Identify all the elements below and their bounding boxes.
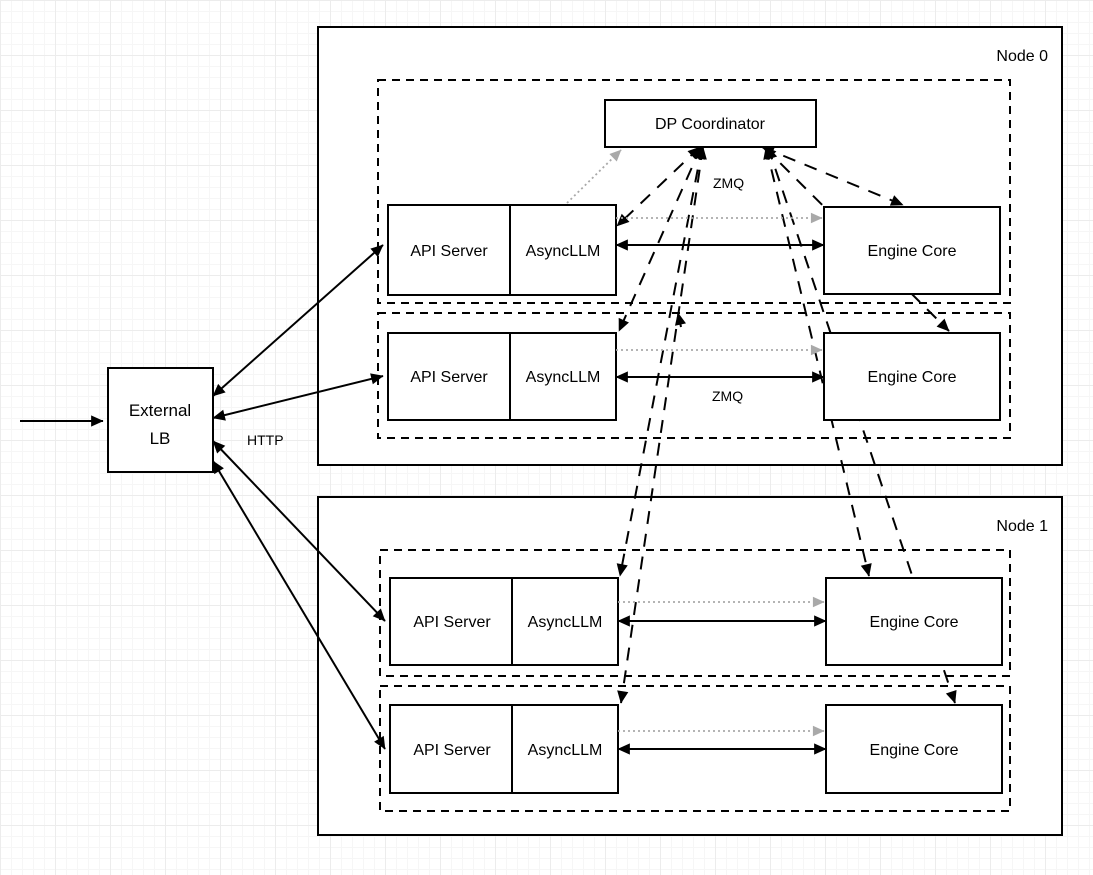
zmq-label-engine: ZMQ	[712, 388, 743, 404]
node1-title: Node 1	[996, 518, 1048, 535]
dp-coordinator-label: DP Coordinator	[655, 116, 766, 133]
api-server-label-n1r2: API Server	[413, 742, 491, 759]
api-asyncllm-box-n0r2	[387, 332, 617, 421]
external-lb-label-line1: External	[129, 401, 191, 420]
api-server-label-n0r1: API Server	[410, 243, 488, 260]
api-asyncllm-box-n1r2	[389, 704, 619, 794]
dotted-handshake-edges	[566, 149, 825, 737]
engine-core-box-n1r1	[825, 577, 1003, 666]
engine-core-box-n0r2	[823, 332, 1001, 421]
asyncllm-label-n1r1: AsyncLLM	[528, 614, 603, 631]
asyncllm-label-n0r2: AsyncLLM	[526, 369, 601, 386]
engine-core-box-n1r2	[825, 704, 1003, 794]
edge-dp-asyncllm-mid-arrow	[674, 312, 686, 328]
api-server-label-n0r2: API Server	[410, 369, 488, 386]
node0-title: Node 0	[996, 48, 1048, 65]
zmq-label-coordinator: ZMQ	[713, 175, 744, 191]
api-asyncllm-box-n0r1	[387, 204, 617, 296]
api-asyncllm-box-n1r1	[389, 577, 619, 666]
edge-lb-api-n0r2	[212, 373, 384, 421]
engine-core-label-n0r2: Engine Core	[868, 369, 957, 386]
engine-core-label-n0r1: Engine Core	[868, 243, 957, 260]
asyncllm-label-n1r2: AsyncLLM	[528, 742, 603, 759]
asyncllm-label-n0r1: AsyncLLM	[526, 243, 601, 260]
api-server-label-n1r1: API Server	[413, 614, 491, 631]
labels: Node 0 Node 1 DP Coordinator External LB…	[129, 48, 1048, 759]
edge-lb-api-n1r2	[212, 460, 386, 750]
shape-boxes	[107, 99, 1003, 794]
external-lb-label-line2: LB	[150, 429, 171, 448]
node0-row1-container	[377, 79, 1011, 304]
external-lb-box	[107, 367, 214, 473]
edge-lb-api-n0r1	[212, 244, 384, 397]
engine-core-label-n1r1: Engine Core	[870, 614, 959, 631]
engine-core-label-n1r2: Engine Core	[870, 742, 959, 759]
solid-edges	[20, 239, 827, 755]
http-label: HTTP	[247, 432, 284, 448]
dp-coordinator-box	[604, 99, 817, 148]
